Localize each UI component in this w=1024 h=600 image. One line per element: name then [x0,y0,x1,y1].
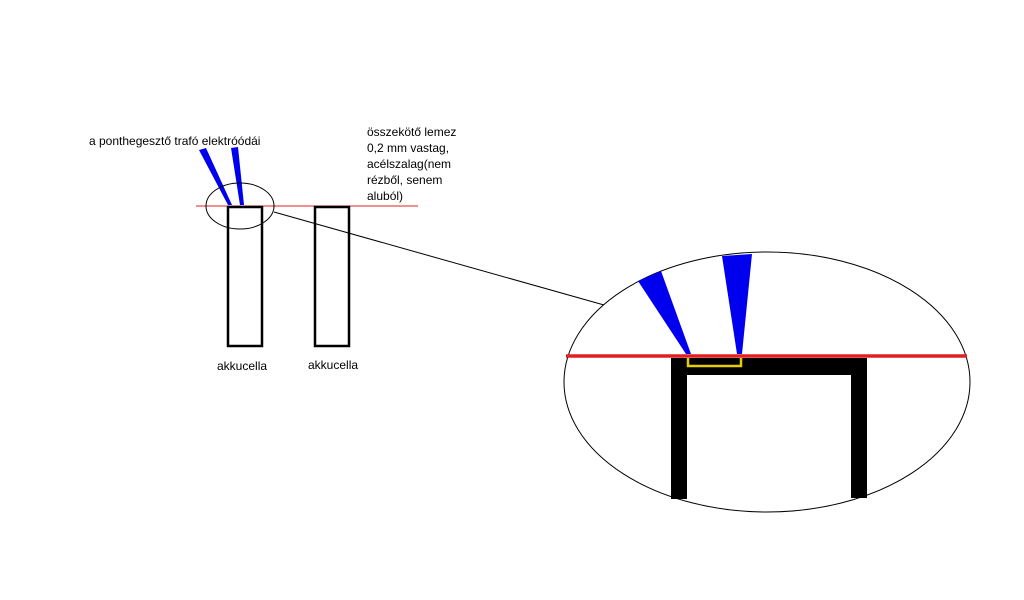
battery-cell-2 [313,205,351,348]
sheet-label-line-4: rézből, senem [367,173,443,187]
electrode-label: a ponthegesztő trafó elektróódái [89,134,261,148]
sheet-label-line-3: acélszalag(nem [367,157,452,171]
sheet-label-line-1: összekötő lemez [367,125,457,139]
zoom-electrode-right [722,254,752,354]
zoom-electrode-left [638,271,691,354]
zoom-connector-line [273,211,605,306]
sheet-label: összekötő lemez 0,2 mm vastag, acélszala… [367,124,456,204]
battery-cell-2-label: akkucella [308,358,359,372]
electrode-left [199,148,232,205]
zoom-ellipse [563,251,971,513]
weld-area [686,358,743,368]
battery-cell-1 [226,205,264,348]
zoom-cell-left-wall [671,358,687,499]
battery-cell-1-label: akkucella [217,359,268,373]
highlight-ellipse [205,182,275,230]
sheet-label-line-5: aluból) [367,189,404,203]
sheet-label-line-2: 0,2 mm vastag, [367,141,450,155]
zoom-cell-right-wall [851,358,867,498]
zoom-cell-top [671,358,867,375]
electrode-right [231,147,244,205]
